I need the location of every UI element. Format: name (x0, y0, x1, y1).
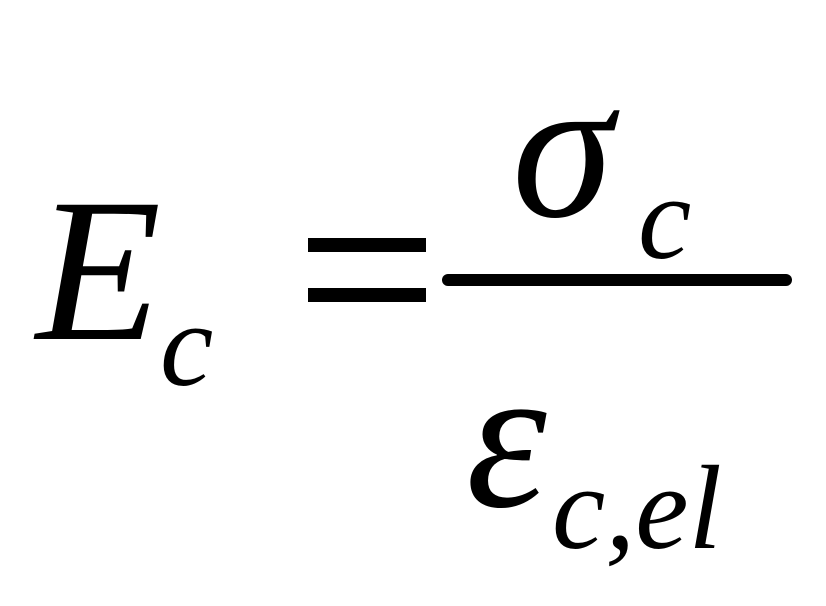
equals-sign-top-bar (308, 238, 426, 252)
denominator-subscript: c,el (552, 441, 722, 574)
equals-sign-bottom-bar (308, 288, 426, 302)
fraction-bar (442, 274, 792, 286)
denominator-symbol: ε (466, 324, 547, 551)
lhs-subscript: c (160, 278, 214, 411)
numerator-symbol: σ (512, 34, 614, 261)
lhs-symbol: E (36, 157, 162, 384)
numerator-subscript: c (638, 151, 692, 284)
